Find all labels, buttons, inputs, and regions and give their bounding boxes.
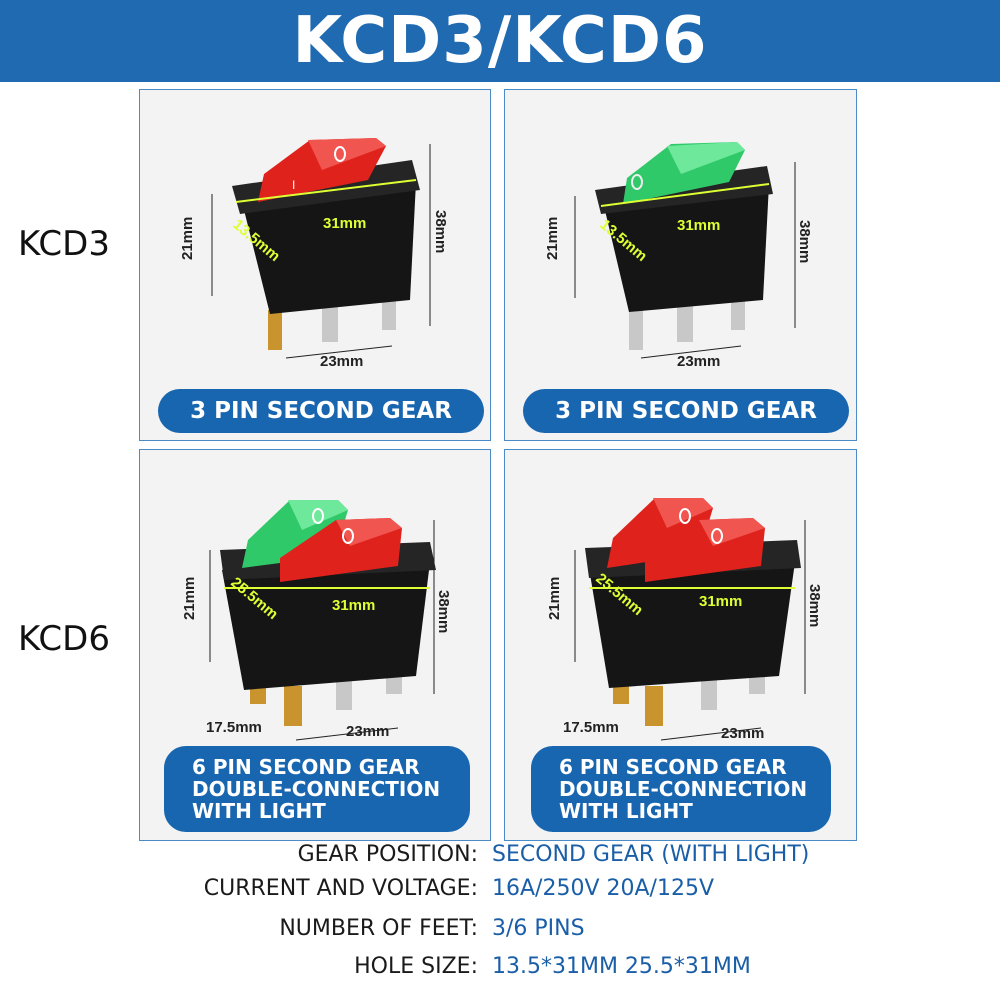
spec-key: CURRENT AND VOLTAGE: bbox=[203, 876, 478, 901]
caption-line: 3 PIN SECOND GEAR bbox=[190, 398, 452, 424]
spec-value: 13.5*31MM 25.5*31MM bbox=[492, 954, 751, 979]
spec-key: NUMBER OF FEET: bbox=[279, 916, 478, 941]
spec-row-gear-position: GEAR POSITION: SECOND GEAR (WITH LIGHT) bbox=[0, 842, 1000, 876]
spec-value: SECOND GEAR (WITH LIGHT) bbox=[492, 842, 810, 867]
caption-line: 6 PIN SECOND GEAR bbox=[559, 755, 787, 779]
switch-image-kcd6-green-red bbox=[209, 500, 436, 741]
spec-row-current-voltage: CURRENT AND VOLTAGE: 16A/250V 20A/125V bbox=[0, 876, 1000, 910]
spec-value: 3/6 PINS bbox=[492, 916, 585, 941]
caption-line: DOUBLE-CONNECTION bbox=[559, 777, 808, 801]
product-panel-kcd3-green: 31mm 13.5mm 21mm 38mm 23mm 3 PIN SECOND … bbox=[504, 89, 857, 441]
caption-line: DOUBLE-CONNECTION bbox=[192, 777, 441, 801]
caption-pill: 6 PIN SECOND GEAR DOUBLE-CONNECTION WITH… bbox=[164, 746, 470, 832]
caption-line: 3 PIN SECOND GEAR bbox=[555, 398, 817, 424]
switch-image-kcd3-green bbox=[574, 142, 796, 359]
product-panel-kcd6-red-red: 31mm 25.5mm 21mm 38mm 23mm 17.5mm 6 PIN … bbox=[504, 449, 857, 841]
switch-image-kcd3-red: I bbox=[211, 138, 431, 359]
header-bar: KCD3/KCD6 bbox=[0, 0, 1000, 82]
caption-line: WITH LIGHT bbox=[192, 799, 326, 823]
product-panel-kcd6-green-red: 31mm 25.5mm 21mm 38mm 23mm 17.5mm 6 PIN … bbox=[139, 449, 491, 841]
caption-pill: 6 PIN SECOND GEAR DOUBLE-CONNECTION WITH… bbox=[531, 746, 831, 832]
row-label-kcd3: KCD3 bbox=[18, 224, 110, 264]
spec-value: 16A/250V 20A/125V bbox=[492, 876, 714, 901]
spec-key: GEAR POSITION: bbox=[297, 842, 478, 867]
spec-row-hole-size: HOLE SIZE: 13.5*31MM 25.5*31MM bbox=[0, 954, 1000, 988]
product-panel-kcd3-red: I 31mm 13.5mm 21mm 38mm 23mm 3 PIN SECON… bbox=[139, 89, 491, 441]
caption-pill: 3 PIN SECOND GEAR bbox=[523, 389, 849, 433]
caption-line: 6 PIN SECOND GEAR bbox=[192, 755, 420, 779]
svg-text:I: I bbox=[292, 178, 295, 192]
row-label-kcd6: KCD6 bbox=[18, 619, 110, 659]
page-title: KCD3/KCD6 bbox=[292, 4, 708, 78]
spec-row-number-of-feet: NUMBER OF FEET: 3/6 PINS bbox=[0, 916, 1000, 950]
caption-line: WITH LIGHT bbox=[559, 799, 693, 823]
switch-image-kcd6-red-red bbox=[574, 498, 806, 741]
spec-key: HOLE SIZE: bbox=[354, 954, 478, 979]
caption-pill: 3 PIN SECOND GEAR bbox=[158, 389, 484, 433]
